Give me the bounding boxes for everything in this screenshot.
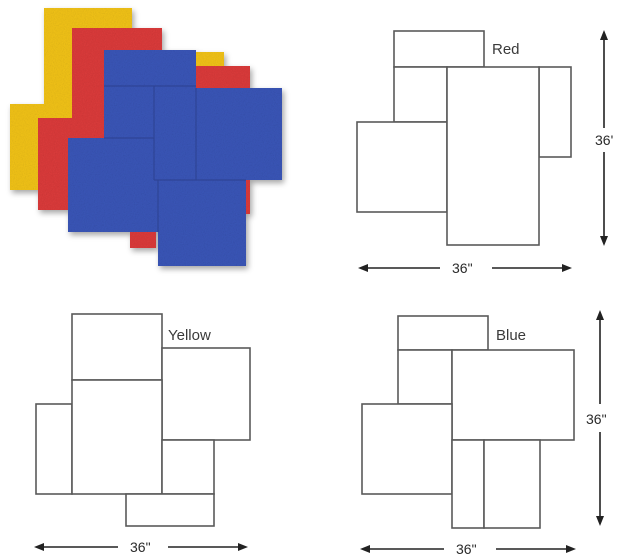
yellow-stone-center [71, 379, 163, 495]
blue-stone-top [397, 315, 489, 351]
blue-label: Blue [496, 327, 526, 344]
blue-height-arrow: 36" [586, 310, 607, 526]
red-pattern-diagram: Red 36" 36' [356, 30, 613, 276]
yellow-pattern-diagram: Yellow 36" [34, 313, 251, 555]
red-width-dim: 36" [452, 260, 473, 276]
red-width-arrow: 36" [358, 260, 572, 276]
blue-stone-left-square [361, 403, 453, 495]
blue-pattern-diagram: Blue 36" 36" [360, 310, 607, 557]
red-stone-top [393, 30, 485, 68]
blue-height-dim: 36" [586, 411, 607, 427]
red-stone-right-small [538, 66, 572, 158]
yellow-stone-left [35, 403, 73, 495]
yellow-stone-right-upper [161, 347, 251, 441]
red-height-arrow: 36' [595, 30, 613, 246]
red-stone-large-center [446, 66, 540, 246]
red-stone-left-square [356, 121, 448, 213]
blue-width-dim: 36" [456, 541, 477, 557]
blue-stone-upper-left [397, 349, 453, 405]
blue-mat [68, 50, 282, 266]
blue-width-arrow: 36" [360, 541, 576, 557]
blue-stone-large [451, 349, 575, 441]
blue-mat-seams [104, 85, 246, 232]
yellow-width-dim: 36" [130, 539, 151, 555]
yellow-stone-bottom [125, 493, 215, 527]
yellow-stone-right-lower [161, 439, 215, 495]
yellow-stone-top [71, 313, 163, 381]
yellow-label: Yellow [168, 327, 211, 344]
stamp-mats-photo [10, 8, 282, 266]
yellow-width-arrow: 36" [34, 539, 248, 555]
blue-stone-bottom-wide [483, 439, 541, 529]
red-height-dim: 36' [595, 132, 613, 148]
red-stone-upper-left [393, 66, 448, 123]
red-label: Red [492, 41, 520, 58]
blue-stone-bottom-narrow [451, 439, 485, 529]
